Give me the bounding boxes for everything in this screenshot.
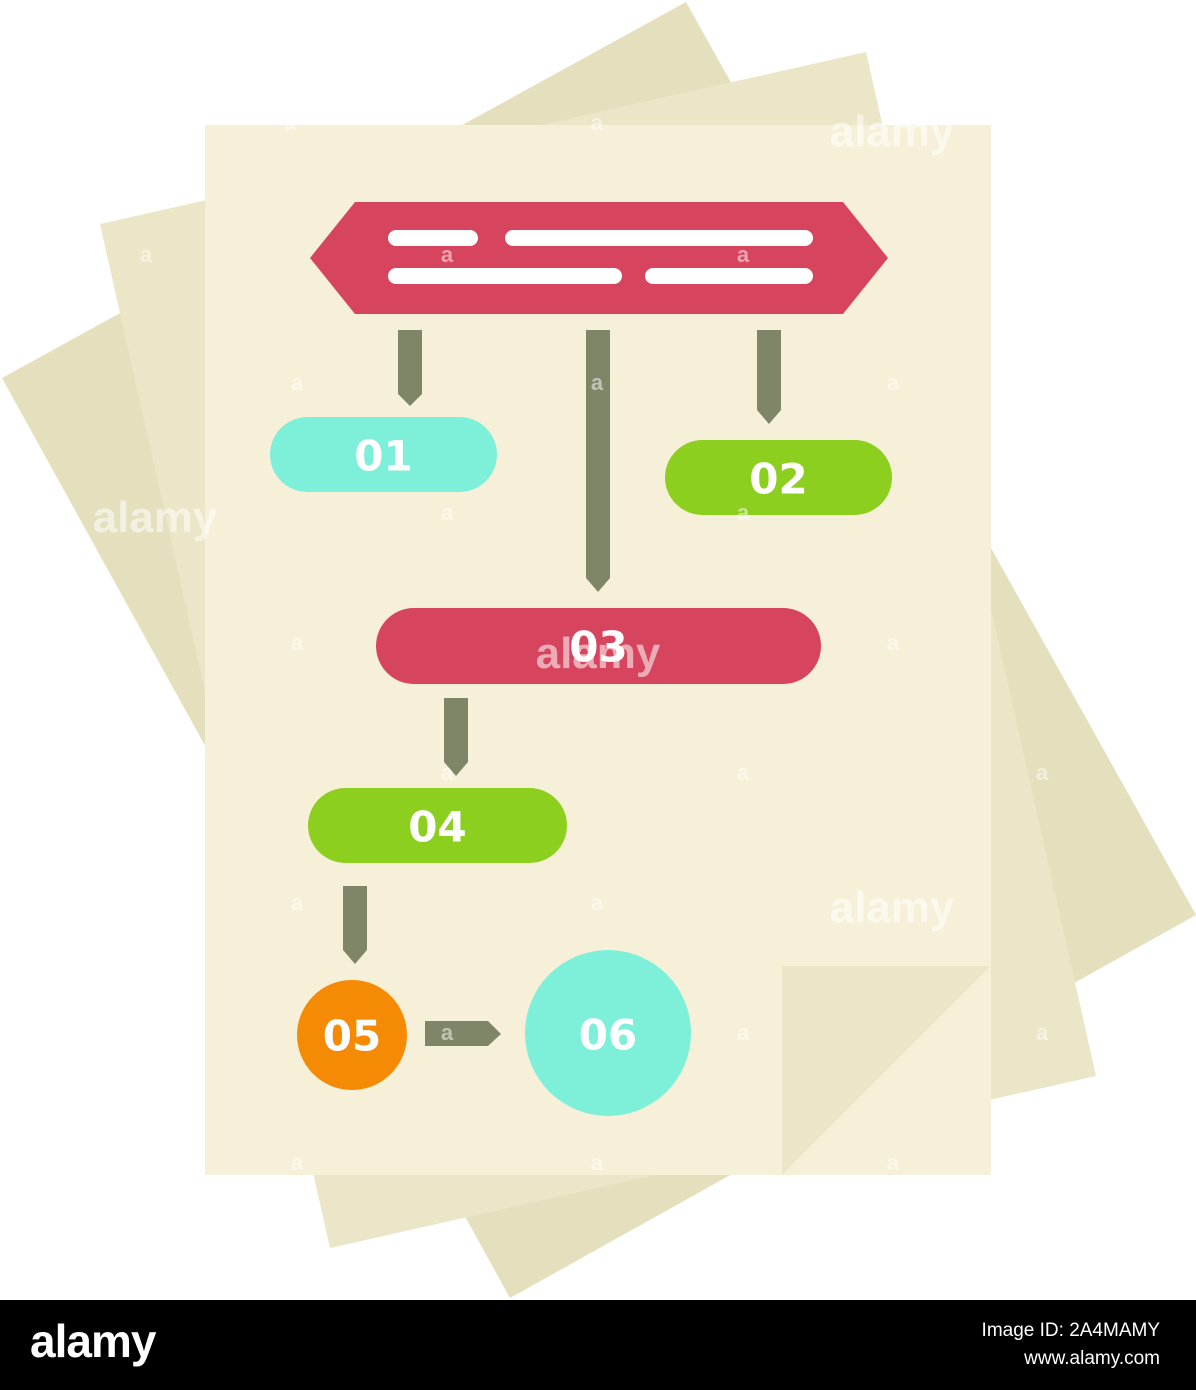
watermark-glyph: a [887, 1150, 900, 1175]
connector-03-to-04 [444, 698, 468, 776]
watermark-glyph: a [737, 760, 750, 785]
connector-title-to-01 [398, 330, 422, 406]
watermark-glyph: a [1036, 242, 1049, 267]
node-02-pill [665, 440, 892, 515]
watermark-glyph: a [1039, 500, 1052, 525]
node-05-label: 05 [323, 1012, 381, 1061]
banner-text-line [388, 268, 622, 284]
node-03: 03 [376, 608, 821, 684]
watermark-glyph: a [140, 1150, 153, 1175]
watermark-glyph: a [1036, 760, 1049, 785]
watermark-text: alamy [93, 493, 218, 542]
watermark-glyph: a [441, 1020, 454, 1045]
node-01: 01 [270, 417, 497, 492]
watermark-glyph: a [291, 630, 304, 655]
watermark-glyph: a [591, 1150, 604, 1175]
watermark-glyph: a [140, 242, 153, 267]
node-06: 06 [525, 950, 691, 1116]
connector-05-to-06 [425, 1021, 501, 1046]
node-02-label: 02 [749, 455, 807, 504]
watermark-text: alamy [830, 107, 955, 156]
connector-title-to-02 [757, 330, 781, 424]
node-04: 04 [308, 788, 567, 863]
node-03-label: 03 [569, 623, 627, 672]
node-02: 02 [665, 440, 892, 515]
watermark-text: alamy [830, 883, 955, 932]
alamy-watermark-glyphs: a a a a a a a a a a a a a a a a a a a a a a a a a a a a [140, 110, 1052, 1175]
connector-title-to-03 [586, 330, 610, 592]
banner-text-line [645, 268, 813, 284]
watermark-glyph: a [1036, 1020, 1049, 1045]
watermark-glyph: a [591, 110, 604, 135]
node-05: 05 [297, 980, 407, 1090]
watermark-glyph: a [591, 890, 604, 915]
watermark-glyph: a [291, 890, 304, 915]
watermark-glyph: a [737, 1020, 750, 1045]
node-04-pill [308, 788, 567, 863]
image-id-text: Image ID: 2A4MAMY [981, 1320, 1160, 1341]
node-01-pill [270, 417, 497, 492]
watermark-glyph: a [140, 760, 153, 785]
watermark-text: alamy [536, 629, 661, 678]
site-url-text: www.alamy.com [1024, 1348, 1160, 1369]
alamy-watermark: alamy alamy alamy alamy [93, 107, 955, 932]
node-01-label: 01 [354, 432, 412, 481]
watermark-glyph: a [887, 630, 900, 655]
connector-04-to-05 [343, 886, 367, 964]
footer-bar: alamy Image ID: 2A4MAMY www.alamy.com [0, 1300, 1196, 1390]
watermark-glyph: a [737, 500, 750, 525]
node-04-label: 04 [408, 803, 466, 852]
connector-arrows [343, 330, 781, 1046]
banner-text-line [505, 230, 813, 246]
node-06-circle [525, 950, 691, 1116]
banner-text-line [388, 230, 478, 246]
watermark-glyph: a [887, 370, 900, 395]
alamy-logo: alamy [30, 1315, 156, 1367]
watermark-glyph: a [140, 1020, 153, 1045]
flowchart-document-illustration: 01 02 03 04 05 06 alamy alamy alamy alam… [2, 2, 1196, 1298]
watermark-glyph: a [441, 760, 454, 785]
watermark-glyph: a [284, 110, 297, 135]
watermark-glyph: a [591, 370, 604, 395]
folded-corner [782, 966, 991, 1175]
watermark-glyph: a [737, 242, 750, 267]
node-05-circle [297, 980, 407, 1090]
title-banner [310, 202, 888, 314]
node-06-label: 06 [579, 1011, 637, 1060]
node-03-pill [376, 608, 821, 684]
watermark-glyph: a [441, 500, 454, 525]
watermark-glyph: a [441, 242, 454, 267]
watermark-glyph: a [291, 1150, 304, 1175]
watermark-glyph: a [291, 370, 304, 395]
title-banner-shape [310, 202, 888, 314]
